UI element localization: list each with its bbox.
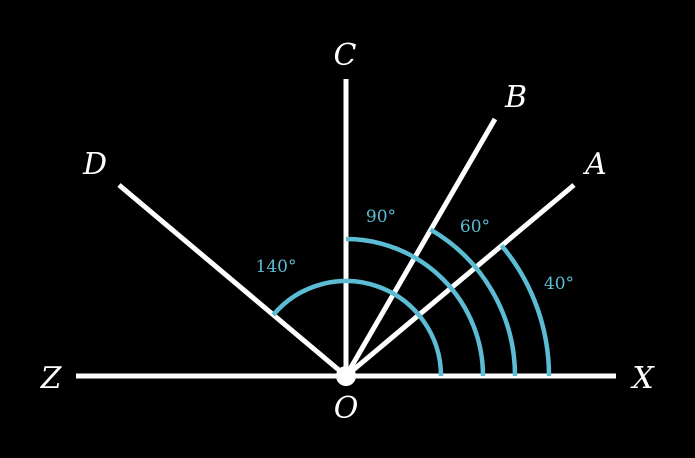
arc-xob-60 bbox=[429, 227, 518, 377]
point-label-a: A bbox=[582, 147, 607, 182]
point-label-z: Z bbox=[40, 361, 63, 396]
point-label-d: D bbox=[82, 147, 107, 182]
ray-oa bbox=[344, 183, 576, 378]
point-label-b: B bbox=[504, 80, 527, 115]
arc-xod-140 bbox=[271, 278, 444, 377]
origin-point bbox=[336, 366, 356, 386]
point-label-x: X bbox=[630, 361, 655, 396]
angle-label-40: 40° bbox=[544, 274, 574, 294]
angle-label-60: 60° bbox=[460, 217, 490, 237]
ray-ob bbox=[343, 117, 498, 378]
arc-xoc-90 bbox=[345, 236, 486, 377]
angle-label-140: 140° bbox=[256, 257, 297, 277]
arc-xoa-40 bbox=[499, 244, 552, 377]
point-label-o: O bbox=[334, 391, 359, 426]
angle-label-90: 90° bbox=[366, 207, 396, 227]
point-label-c: C bbox=[334, 38, 357, 73]
ray-od bbox=[117, 183, 348, 378]
